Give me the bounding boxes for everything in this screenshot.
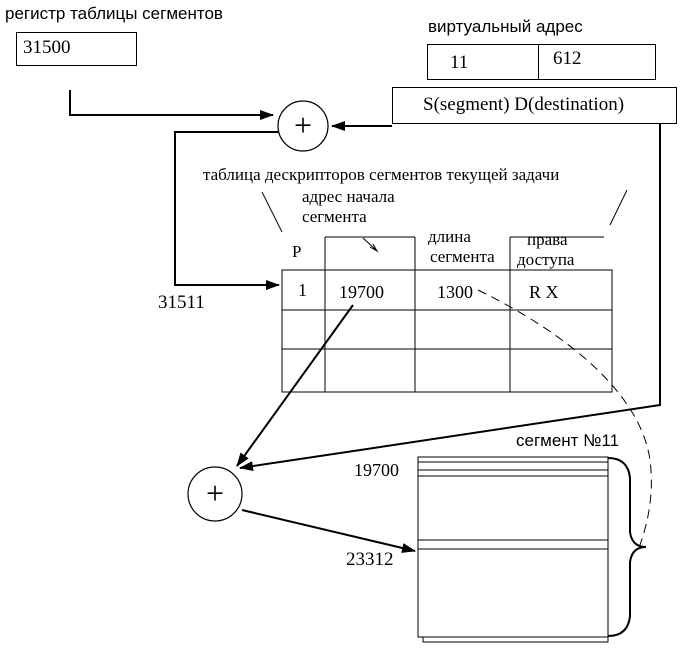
virtual-address-divider (538, 45, 539, 79)
segment-offset: 612 (553, 48, 582, 69)
register-label: регистр таблицы сегментов (5, 4, 223, 23)
header-p: P (292, 242, 302, 261)
adder-circle-bottom (187, 466, 243, 522)
row-address-value: 19700 (339, 282, 384, 302)
segment-label: сегмент №11 (516, 431, 620, 450)
segment-target-address: 23312 (346, 549, 394, 570)
adder-circle-top (277, 100, 329, 152)
register-box: 31500 (16, 32, 137, 66)
row-rights-value: R X (529, 282, 559, 302)
register-value: 31500 (23, 37, 71, 58)
address-note-pointer (362, 237, 379, 253)
virtual-address-box: 11 612 (427, 44, 656, 80)
segment-block (417, 456, 609, 638)
descriptor-table-title: таблица дескрипторов сегментов текущей з… (203, 165, 560, 184)
virtual-address-label: виртуальный адрес (428, 17, 583, 36)
adder-to-descriptor-arrow (174, 131, 280, 290)
title-pointer-left (261, 191, 283, 233)
header-rights-1: права (527, 230, 568, 249)
segment-length-brace (607, 457, 647, 637)
address-note: адрес начала сегмента (302, 187, 395, 226)
segment-number: 11 (450, 52, 469, 73)
adder-to-target-arrow (241, 509, 416, 553)
header-length-2: сегмента (430, 247, 495, 266)
length-dashed-curve (477, 289, 652, 546)
adder-plus-bottom: + (205, 475, 225, 511)
address-format-box: S(segment) D(destination) (392, 87, 677, 124)
table-body-frame (281, 269, 613, 393)
segment-start-address: 19700 (354, 460, 399, 480)
row-p-value: 1 (298, 280, 307, 300)
title-pointer-right (609, 189, 628, 226)
offset-to-adder-arrow (239, 123, 661, 472)
header-rights-2: доступа (517, 250, 575, 269)
address-format-text: S(segment) D(destination) (423, 94, 625, 115)
register-to-adder-arrow (69, 90, 274, 120)
base-to-adder-arrow (236, 304, 354, 467)
descriptor-address: 31511 (158, 292, 205, 313)
header-length-1: длина (428, 227, 471, 246)
row-length-value: 1300 (437, 282, 473, 302)
adder-plus-top: + (293, 107, 313, 143)
